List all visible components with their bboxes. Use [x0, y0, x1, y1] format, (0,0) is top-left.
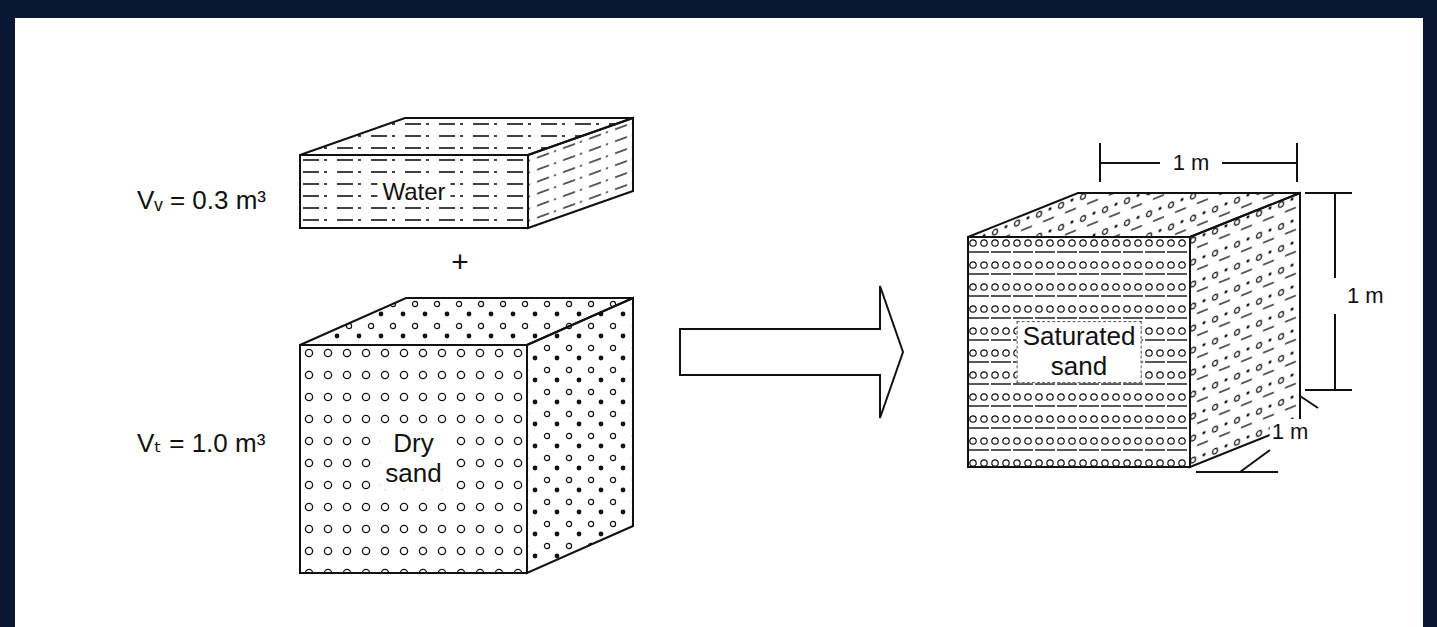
node-text-group: Dry sand: [380, 429, 446, 489]
node-text-group: Water: [377, 178, 450, 206]
front-face: [300, 155, 528, 228]
dimension-label: 1 m: [1270, 419, 1311, 445]
side-face: [528, 118, 633, 228]
front-face: [300, 345, 527, 573]
dimension-label: 1 m: [1171, 150, 1212, 176]
node-text-group: Saturated sand: [1017, 321, 1142, 383]
node-label: Saturated sand: [1017, 321, 1142, 383]
block-arrow: [680, 286, 903, 418]
water-slab: Water: [300, 118, 633, 228]
volume-label: Vᵥ = 0.3 m³: [135, 185, 268, 216]
box-outline: [300, 118, 633, 228]
front-face: [968, 237, 1190, 467]
node-label: Dry sand: [380, 429, 446, 489]
volume-label: Vₜ = 1.0 m³: [135, 428, 267, 459]
dry-sand-cube: Dry sand: [300, 298, 633, 573]
plus-sign: +: [449, 245, 471, 279]
dimension-label: 1 m: [1345, 283, 1386, 309]
box-outline: [300, 298, 633, 573]
node-label: Water: [377, 178, 450, 206]
side-face: [527, 298, 633, 573]
saturated-sand-cube: Saturated sand: [968, 193, 1300, 467]
